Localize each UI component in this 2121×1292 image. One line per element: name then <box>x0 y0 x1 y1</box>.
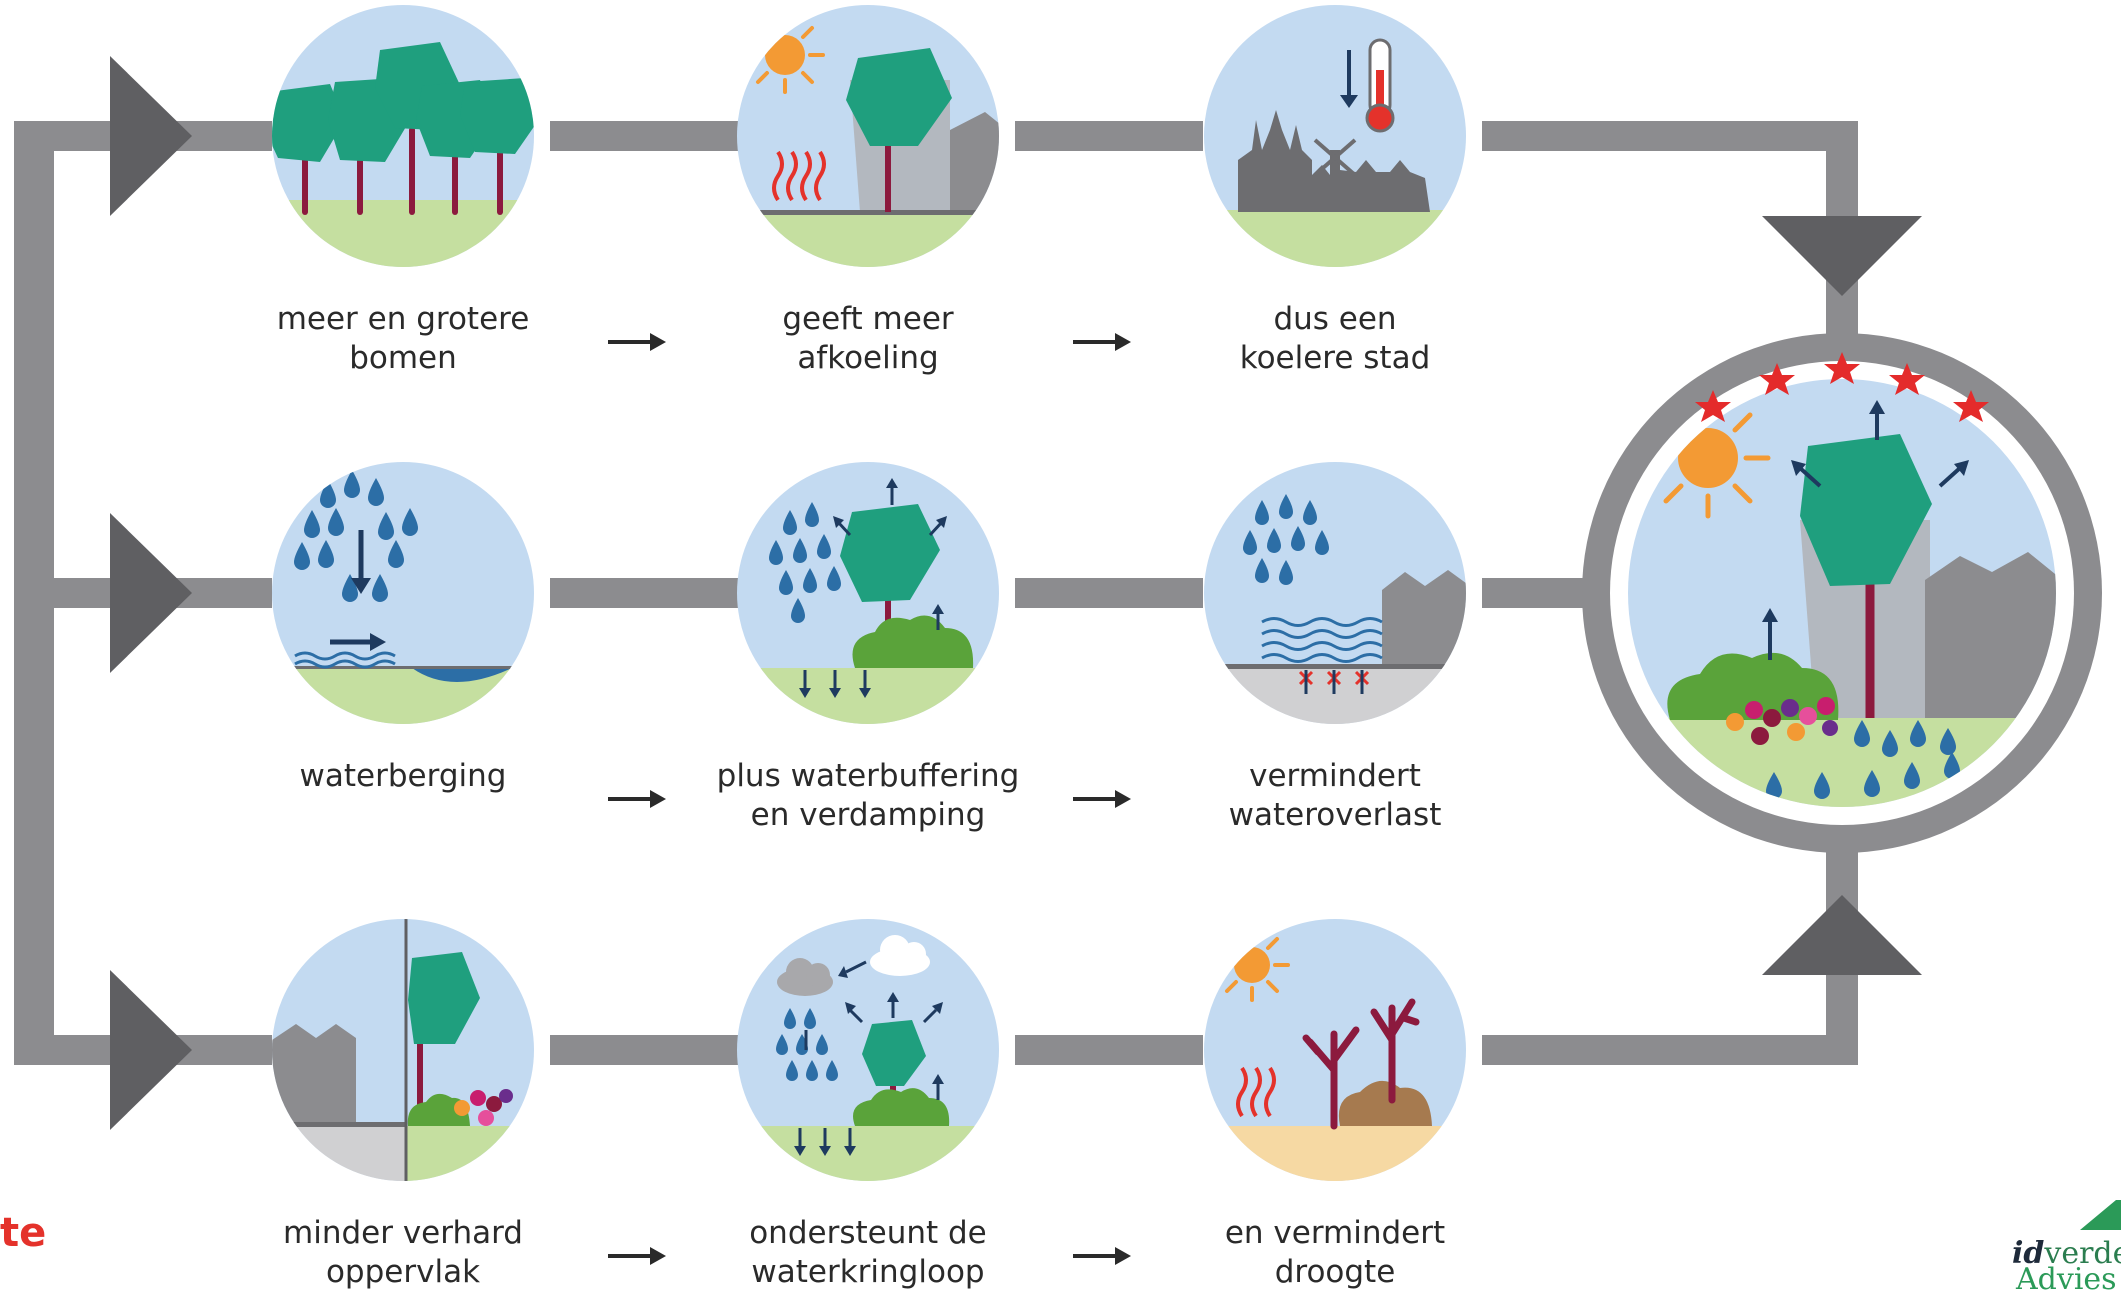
rain-flood-reduction-icon <box>1204 462 1466 724</box>
cloud-icon <box>870 935 930 976</box>
rain-storage-icon <box>272 462 534 724</box>
cool-city-thermometer-icon <box>1204 5 1466 267</box>
brand-verde: verde <box>2044 1236 2121 1271</box>
caption-water-storage: waterberging <box>299 758 507 794</box>
star-icon <box>1695 390 1731 422</box>
rating-stars <box>1695 352 1989 422</box>
arrowhead-up-icon <box>1762 895 1922 975</box>
cloud-icon <box>777 958 833 996</box>
arrow-right-icon <box>1073 333 1131 351</box>
tree-cooling-icon <box>737 5 999 267</box>
thermometer-icon <box>1365 38 1395 133</box>
raindrops-icon <box>294 470 418 602</box>
arrowhead-right-icon <box>110 970 192 1130</box>
green-city-result-icon <box>1628 379 2056 807</box>
arrowhead-right-icon <box>110 513 192 673</box>
arrow-right-icon <box>1073 1247 1131 1265</box>
leaf-logo-icon <box>2080 1200 2121 1230</box>
trees-icon <box>272 5 534 267</box>
arrow-right-icon <box>608 790 666 808</box>
pipe-arrowheads <box>110 56 1922 1130</box>
arrowhead-right-icon <box>110 56 192 216</box>
star-icon <box>1953 390 1989 422</box>
flowers-icon <box>454 1089 513 1126</box>
brand-logo-right: idverde Advies <box>2010 1196 2121 1292</box>
arrow-right-icon <box>1073 790 1131 808</box>
flowers-icon <box>1726 697 1838 745</box>
arrowhead-down-icon <box>1762 216 1922 296</box>
rain-tree-evaporation-icon <box>737 462 999 724</box>
sun-icon <box>756 18 825 94</box>
brand-id: id <box>2012 1236 2045 1271</box>
brand-logo-left: te <box>0 1210 47 1256</box>
dry-trees-drought-icon <box>1204 919 1466 1181</box>
water-cycle-icon <box>737 919 999 1181</box>
brand-advies: Advies <box>2016 1262 2117 1292</box>
arrow-right-icon <box>608 1247 666 1265</box>
heat-waves-icon <box>772 150 826 202</box>
star-icon <box>1824 352 1860 384</box>
star-icon <box>1759 363 1795 395</box>
paved-vs-green-icon <box>272 919 534 1181</box>
arrow-right-icon <box>608 333 666 351</box>
star-icon <box>1889 363 1925 395</box>
